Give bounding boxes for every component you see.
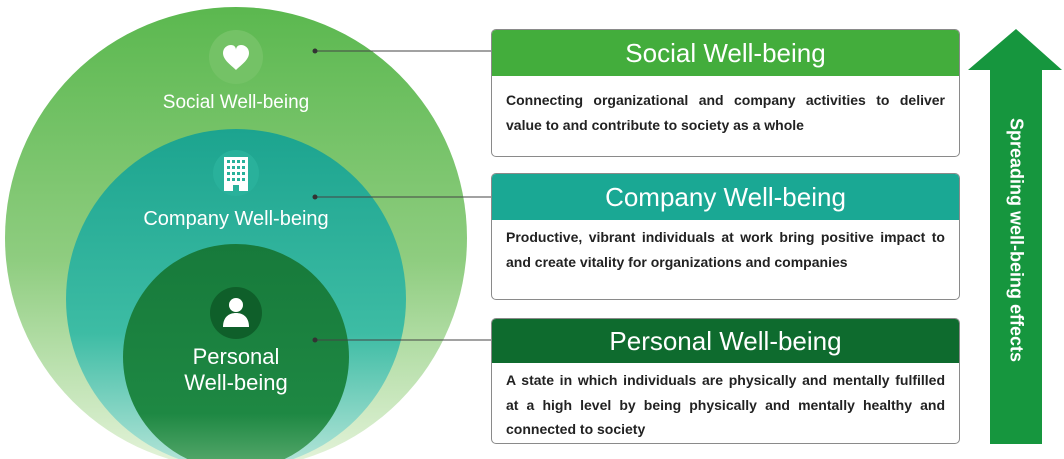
building-icon xyxy=(213,150,259,196)
social-circle-label: Social Well-being xyxy=(162,92,310,113)
company-card: Company Well-being Productive, vibrant i… xyxy=(491,173,960,300)
company-card-title: Company Well-being xyxy=(492,174,959,220)
person-icon xyxy=(210,287,262,339)
personal-circle-label: Personal Well-being xyxy=(156,344,316,396)
personal-circle xyxy=(123,244,349,459)
social-card-text: Connecting organizational and company ac… xyxy=(506,92,945,133)
personal-card: Personal Well-being A state in which ind… xyxy=(491,318,960,444)
spreading-arrow xyxy=(968,29,1062,444)
social-card: Social Well-being Connecting organizatio… xyxy=(491,29,960,157)
personal-card-title: Personal Well-being xyxy=(492,319,959,363)
arrow-label: Spreading well-being effects xyxy=(1006,117,1027,363)
connector-personal xyxy=(312,337,491,343)
personal-label-line1: Personal xyxy=(192,344,280,369)
personal-label-line2: Well-being xyxy=(184,370,288,395)
company-circle-label: Company Well-being xyxy=(143,208,329,230)
connector-company xyxy=(312,194,491,200)
heart-icon xyxy=(209,30,263,84)
personal-card-text: A state in which individuals are physica… xyxy=(506,372,945,437)
company-card-text: Productive, vibrant individuals at work … xyxy=(506,229,945,270)
social-card-title: Social Well-being xyxy=(492,30,959,76)
connector-social xyxy=(312,48,491,54)
